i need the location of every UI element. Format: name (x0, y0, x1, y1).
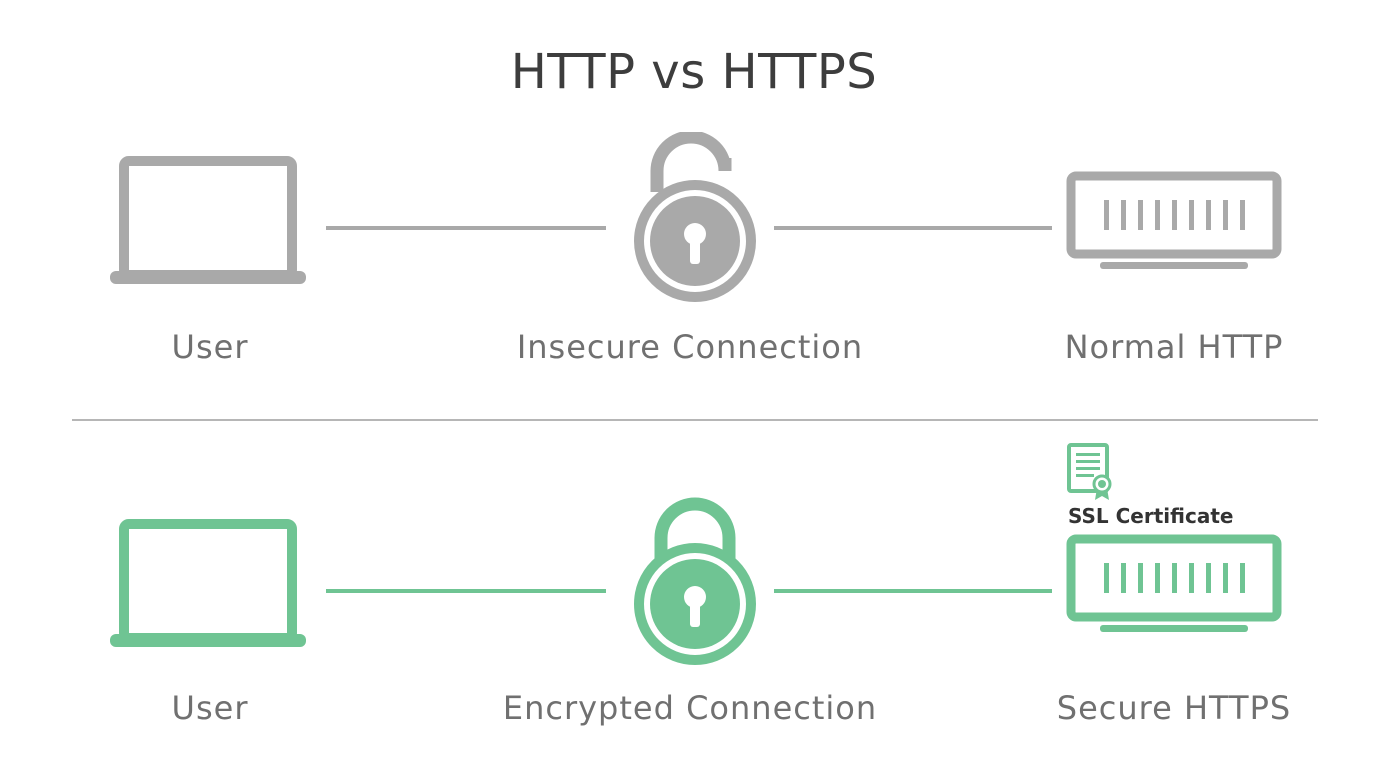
section-divider (72, 419, 1318, 421)
connection-line-left-secure (326, 589, 606, 593)
ssl-certificate-label: SSL Certificate (1068, 504, 1234, 528)
encrypted-connection-label: Encrypted Connection (502, 689, 878, 727)
server-icon-insecure (1066, 171, 1282, 269)
diagram-title: HTTP vs HTTPS (510, 44, 878, 100)
unlocked-padlock-icon (634, 132, 756, 302)
insecure-connection-label: Insecure Connection (516, 328, 864, 366)
server-icon-secure (1066, 534, 1282, 632)
laptop-icon-secure (110, 519, 306, 647)
connection-line-right-insecure (774, 226, 1052, 230)
user-label-insecure: User (171, 328, 249, 366)
certificate-icon (1067, 443, 1112, 500)
locked-padlock-icon (634, 497, 756, 665)
user-label-secure: User (171, 689, 249, 727)
connection-line-right-secure (774, 589, 1052, 593)
laptop-icon-insecure (110, 156, 306, 284)
connection-line-left-insecure (326, 226, 606, 230)
normal-http-label: Normal HTTP (1064, 328, 1284, 366)
secure-https-label: Secure HTTPS (1056, 689, 1292, 727)
